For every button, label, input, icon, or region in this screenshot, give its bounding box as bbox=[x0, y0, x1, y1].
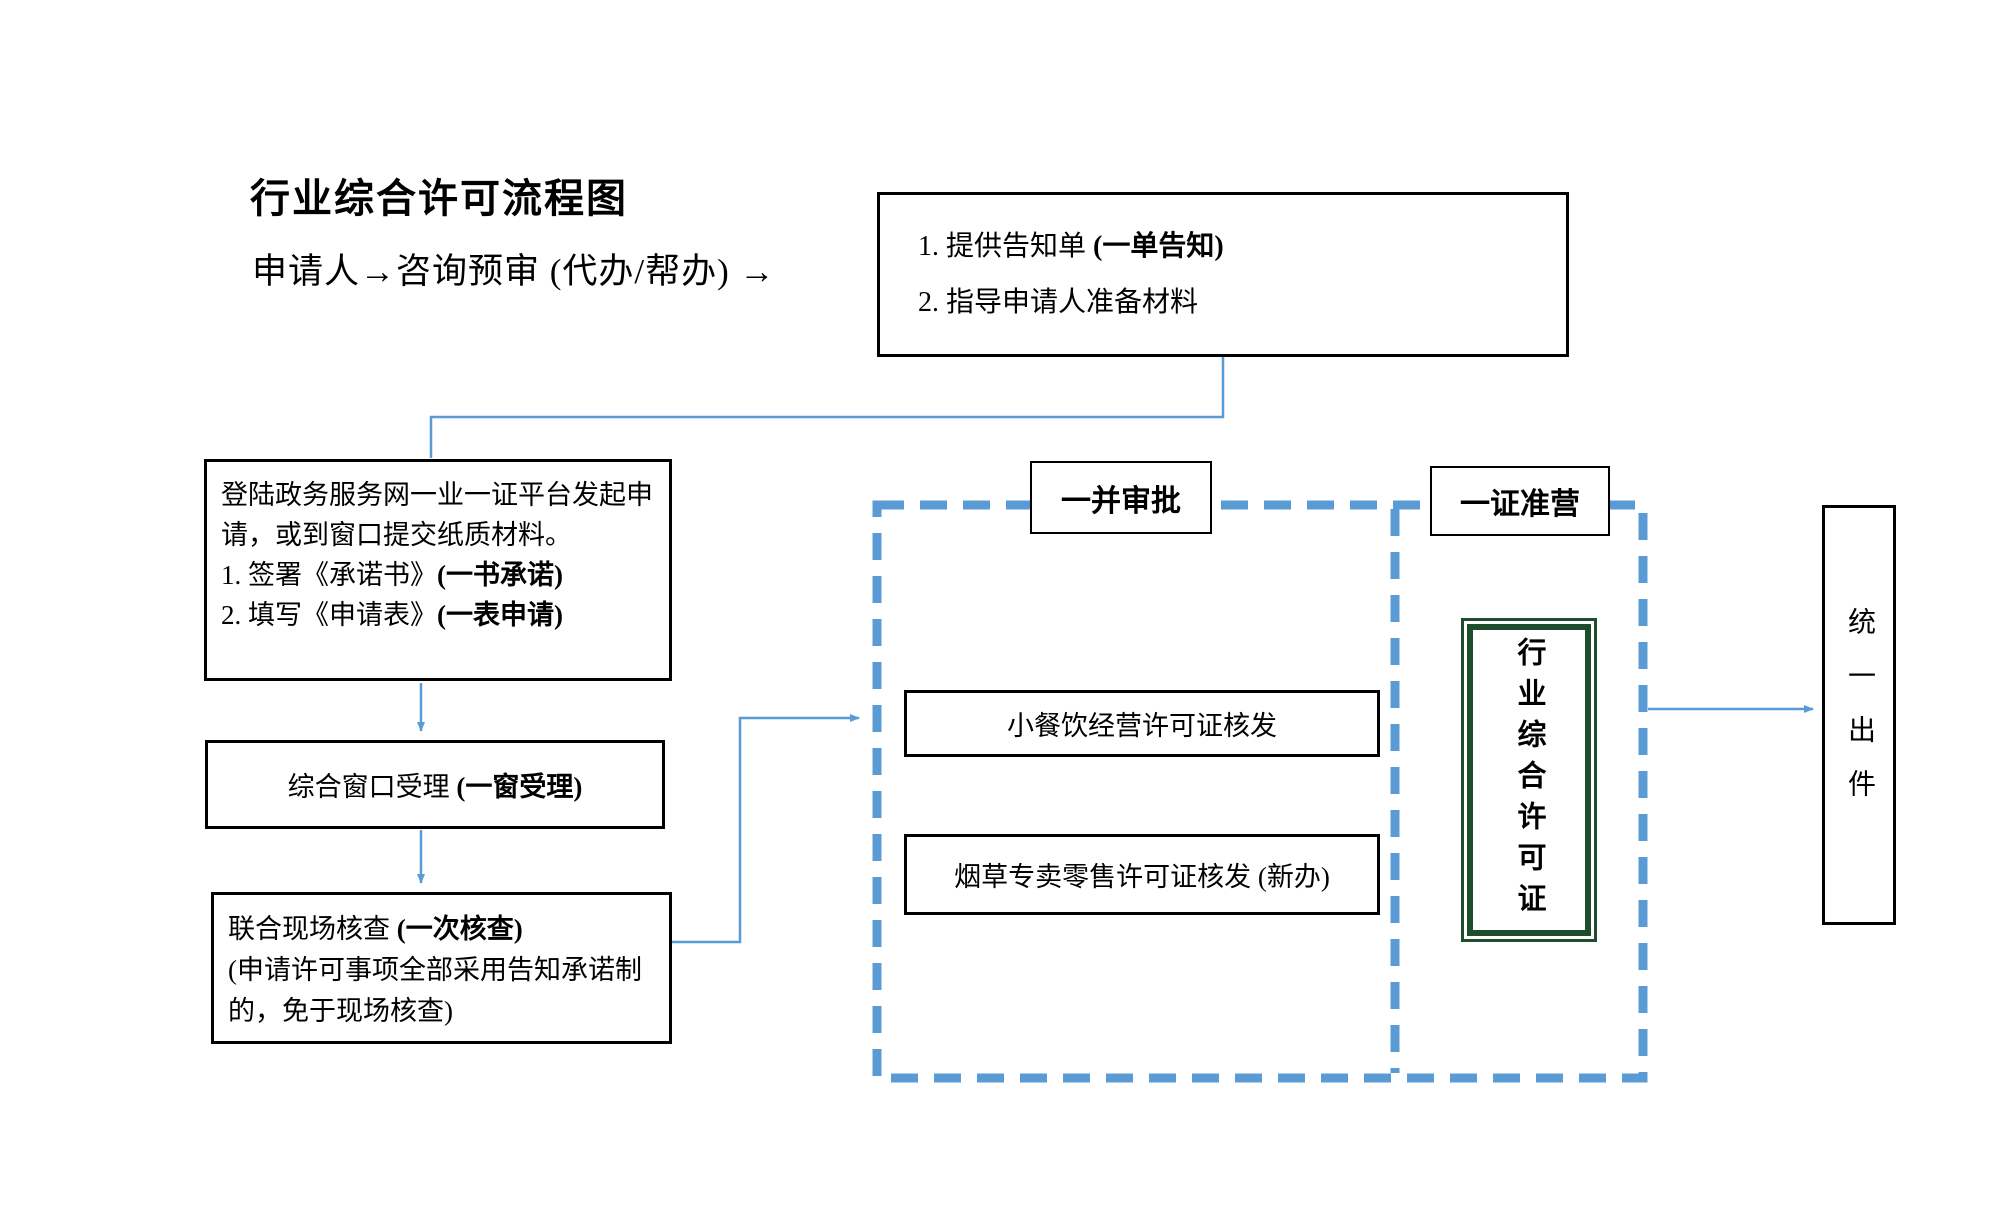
notice-item-2: 2. 指导申请人准备材料 bbox=[918, 287, 1199, 318]
page-subtitle: 申请人→咨询预审 (代办/帮办) → bbox=[252, 252, 776, 291]
catering-permit-box: 小餐饮经营许可证核发 bbox=[904, 690, 1380, 757]
window-acceptance-label: 综合窗口受理 (一窗受理) bbox=[287, 772, 583, 802]
arrow-inspection-to-region bbox=[672, 714, 860, 944]
industry-certificate-label: 行业综合许可证 bbox=[1513, 636, 1545, 924]
license-label-box: 一证准营 bbox=[1430, 466, 1610, 536]
window-acceptance-bold: (一窗受理) bbox=[456, 772, 583, 802]
connector-notice-to-apply bbox=[429, 357, 1225, 458]
industry-certificate-inner-border: 行业综合许可证 bbox=[1467, 624, 1591, 936]
window-acceptance-box: 综合窗口受理 (一窗受理) bbox=[205, 740, 665, 829]
inspection-line-2: (申请许可事项全部采用告知承诺制的，免于现场核查) bbox=[228, 955, 642, 1026]
apply-item-1: 1. 签署《承诺书》(一书承诺) bbox=[221, 560, 563, 590]
apply-intro: 登陆政务服务网一业一证平台发起申请，或到窗口提交纸质材料。 bbox=[221, 480, 653, 550]
apply-box: 登陆政务服务网一业一证平台发起申请，或到窗口提交纸质材料。 1. 签署《承诺书》… bbox=[204, 459, 672, 681]
inspection-box: 联合现场核查 (一次核查) (申请许可事项全部采用告知承诺制的，免于现场核查) bbox=[211, 892, 672, 1044]
page-title: 行业综合许可流程图 bbox=[250, 177, 628, 221]
unified-output-label: 统一出件 bbox=[1844, 607, 1875, 823]
notice-item-1-bold: (一单告知) bbox=[1093, 231, 1224, 262]
apply-item-2: 2. 填写《申请表》(一表申请) bbox=[221, 600, 563, 630]
apply-item-2-bold: (一表申请) bbox=[437, 600, 563, 630]
notice-item-1: 1. 提供告知单 (一单告知) bbox=[918, 231, 1224, 262]
approval-label-box: 一并审批 bbox=[1030, 461, 1212, 534]
dashed-region-border bbox=[872, 500, 1648, 1083]
apply-item-1-bold: (一书承诺) bbox=[437, 560, 563, 590]
inspection-line-1-bold: (一次核查) bbox=[396, 914, 523, 944]
tobacco-permit-box: 烟草专卖零售许可证核发 (新办) bbox=[904, 834, 1380, 915]
inspection-line-1: 联合现场核查 (一次核查) bbox=[228, 914, 523, 944]
industry-certificate-box: 行业综合许可证 bbox=[1461, 618, 1597, 942]
notice-box: 1. 提供告知单 (一单告知) 2. 指导申请人准备材料 bbox=[877, 192, 1569, 357]
unified-output-box: 统一出件 bbox=[1822, 505, 1896, 925]
